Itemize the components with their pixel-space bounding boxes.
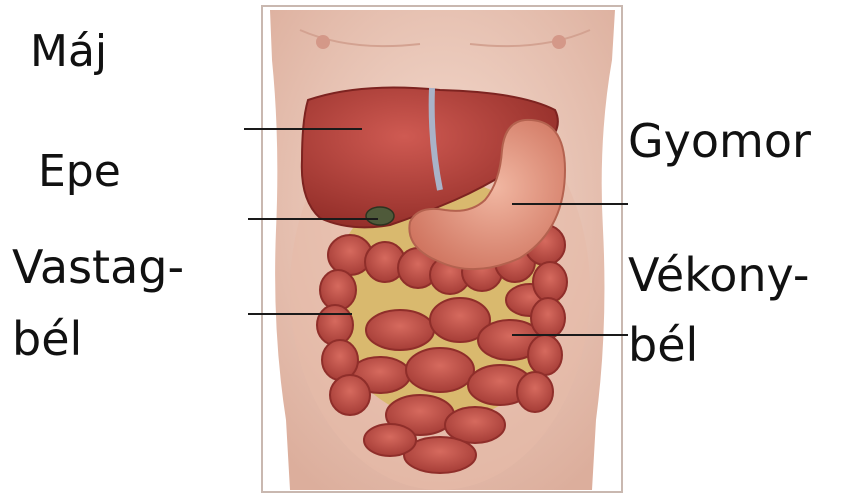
- label-large-intestine-line1: Vastag-: [12, 244, 184, 290]
- label-stomach: Gyomor: [628, 118, 811, 164]
- gallbladder: [366, 207, 394, 225]
- label-small-intestine-line1: Vékony-: [628, 252, 810, 298]
- left-nipple: [316, 35, 330, 49]
- label-liver: Máj: [30, 30, 107, 74]
- label-gallbladder: Epe: [38, 150, 121, 194]
- label-large-intestine-line2: bél: [12, 316, 82, 362]
- right-nipple: [552, 35, 566, 49]
- label-small-intestine-line2: bél: [628, 322, 698, 368]
